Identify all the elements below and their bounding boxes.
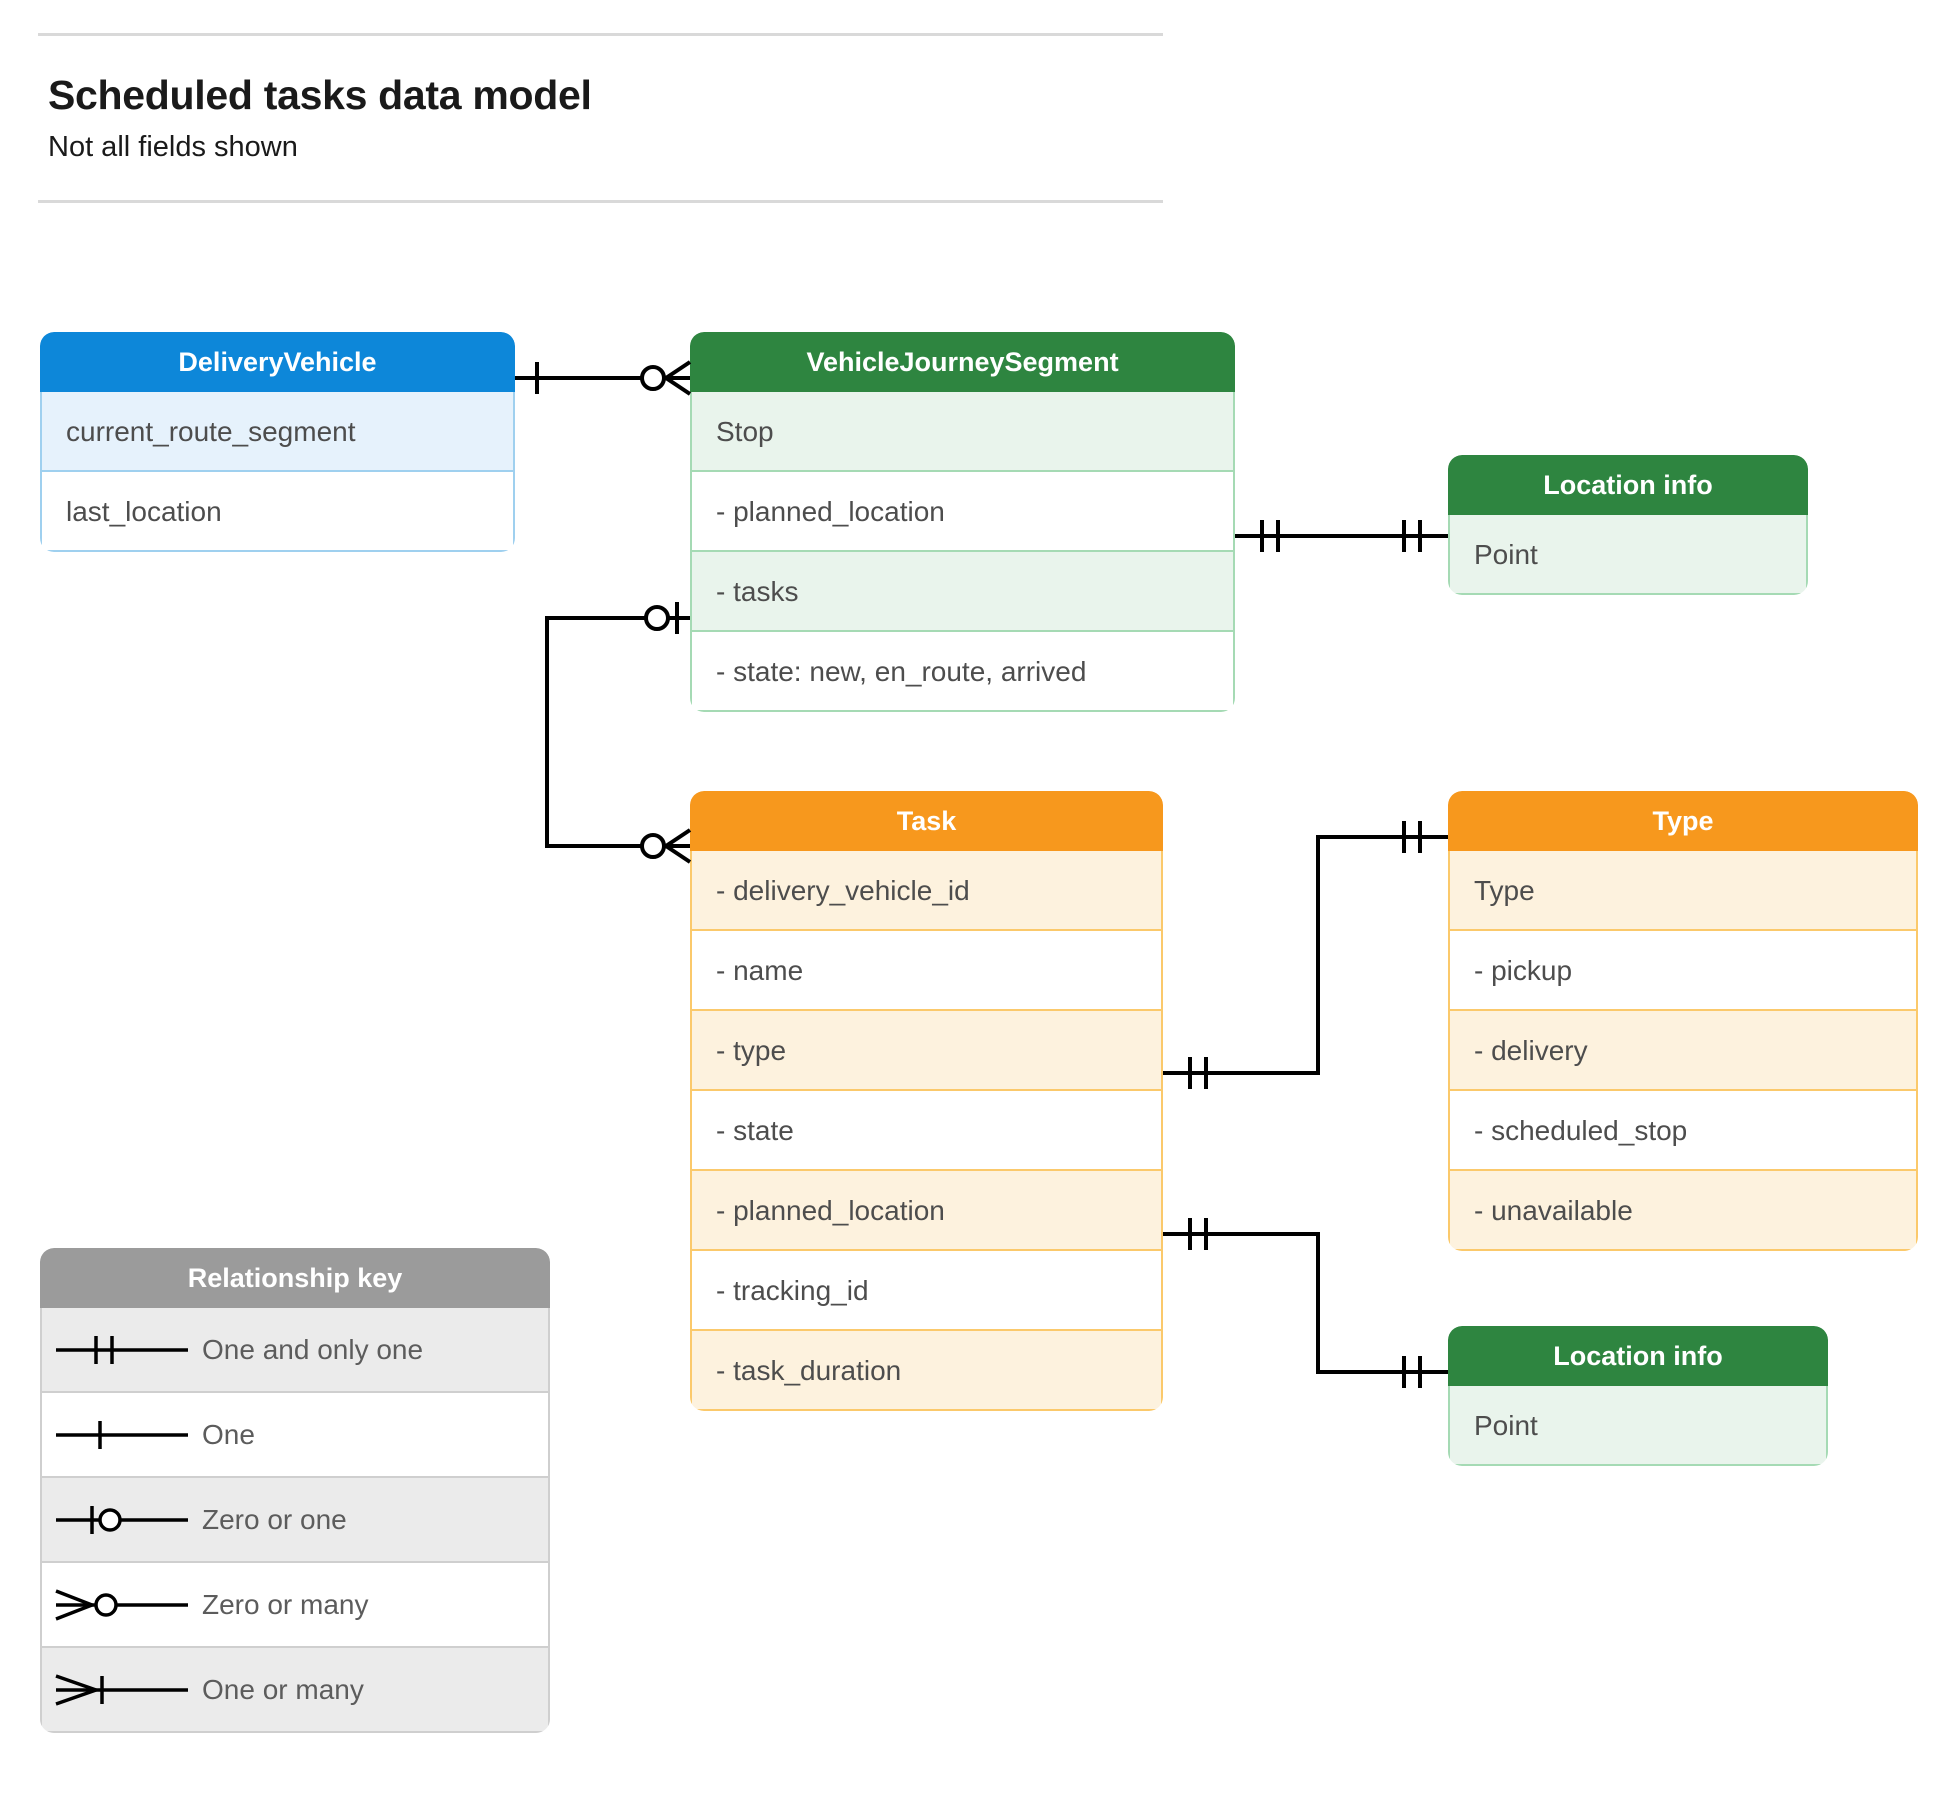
field-row[interactable]: - delivery bbox=[1448, 1011, 1918, 1091]
legend-item-one-or-many: One or many bbox=[40, 1648, 550, 1733]
entity-task[interactable]: Task - delivery_vehicle_id - name - type… bbox=[690, 791, 1163, 1411]
page-subtitle: Not all fields shown bbox=[48, 131, 298, 163]
field-row[interactable]: Point bbox=[1448, 1386, 1828, 1466]
field-row[interactable]: - delivery_vehicle_id bbox=[690, 851, 1163, 931]
header-divider-top bbox=[38, 33, 1163, 36]
field-row[interactable]: current_route_segment bbox=[40, 392, 515, 472]
legend-item-label: One or many bbox=[202, 1673, 364, 1705]
legend-relationship-key: Relationship key One and only one One bbox=[40, 1248, 550, 1733]
legend-item-label: One and only one bbox=[202, 1333, 424, 1365]
field-row[interactable]: - state bbox=[690, 1091, 1163, 1171]
zero-or-many-icon bbox=[42, 1585, 202, 1625]
field-row[interactable]: Type bbox=[1448, 851, 1918, 931]
page-title: Scheduled tasks data model bbox=[48, 72, 592, 118]
legend-item-label: Zero or one bbox=[202, 1503, 347, 1535]
entity-delivery-vehicle[interactable]: DeliveryVehicle current_route_segment la… bbox=[40, 332, 515, 552]
field-row[interactable]: - planned_location bbox=[690, 472, 1235, 552]
entity-title-task: Task bbox=[690, 791, 1163, 851]
field-row[interactable]: - tasks bbox=[690, 552, 1235, 632]
legend-item-zero-or-many: Zero or many bbox=[40, 1563, 550, 1648]
legend-title: Relationship key bbox=[40, 1248, 550, 1308]
field-row[interactable]: Point bbox=[1448, 515, 1808, 595]
legend-item-one-and-only-one: One and only one bbox=[40, 1308, 550, 1393]
one-or-many-icon bbox=[42, 1670, 202, 1710]
field-row[interactable]: Stop bbox=[690, 392, 1235, 472]
entity-type[interactable]: Type Type - pickup - delivery - schedule… bbox=[1448, 791, 1918, 1251]
field-row[interactable]: - task_duration bbox=[690, 1331, 1163, 1411]
header-divider-bottom bbox=[38, 200, 1163, 203]
connector-journey-planned-location-to-location-info bbox=[1235, 520, 1448, 552]
field-row[interactable]: - type bbox=[690, 1011, 1163, 1091]
legend-item-zero-or-one: Zero or one bbox=[40, 1478, 550, 1563]
connector-delivery-vehicle-to-journey-segment bbox=[515, 360, 692, 396]
entity-title-location-info-top: Location info bbox=[1448, 455, 1808, 515]
connector-task-type-to-type bbox=[1163, 821, 1448, 1089]
field-row[interactable]: - tracking_id bbox=[690, 1251, 1163, 1331]
field-row[interactable]: - scheduled_stop bbox=[1448, 1091, 1918, 1171]
entity-location-info-bottom[interactable]: Location info Point bbox=[1448, 1326, 1828, 1466]
field-row[interactable]: - state: new, en_route, arrived bbox=[690, 632, 1235, 712]
entity-title-type: Type bbox=[1448, 791, 1918, 851]
one-icon bbox=[42, 1415, 202, 1455]
field-row[interactable]: - planned_location bbox=[690, 1171, 1163, 1251]
legend-item-label: One bbox=[202, 1418, 255, 1450]
entity-title-vehicle-journey-segment: VehicleJourneySegment bbox=[690, 332, 1235, 392]
field-row[interactable]: - pickup bbox=[1448, 931, 1918, 1011]
entity-title-delivery-vehicle: DeliveryVehicle bbox=[40, 332, 515, 392]
connector-task-planned-location-to-location-info bbox=[1163, 1218, 1448, 1388]
field-row[interactable]: last_location bbox=[40, 472, 515, 552]
field-row[interactable]: - name bbox=[690, 931, 1163, 1011]
entity-vehicle-journey-segment[interactable]: VehicleJourneySegment Stop - planned_loc… bbox=[690, 332, 1235, 712]
connector-journey-tasks-to-task bbox=[545, 602, 692, 864]
entity-title-location-info-bottom: Location info bbox=[1448, 1326, 1828, 1386]
one-and-only-one-icon bbox=[42, 1330, 202, 1370]
entity-location-info-top[interactable]: Location info Point bbox=[1448, 455, 1808, 595]
legend-item-label: Zero or many bbox=[202, 1588, 369, 1620]
zero-or-one-icon bbox=[42, 1500, 202, 1540]
field-row[interactable]: - unavailable bbox=[1448, 1171, 1918, 1251]
legend-item-one: One bbox=[40, 1393, 550, 1478]
